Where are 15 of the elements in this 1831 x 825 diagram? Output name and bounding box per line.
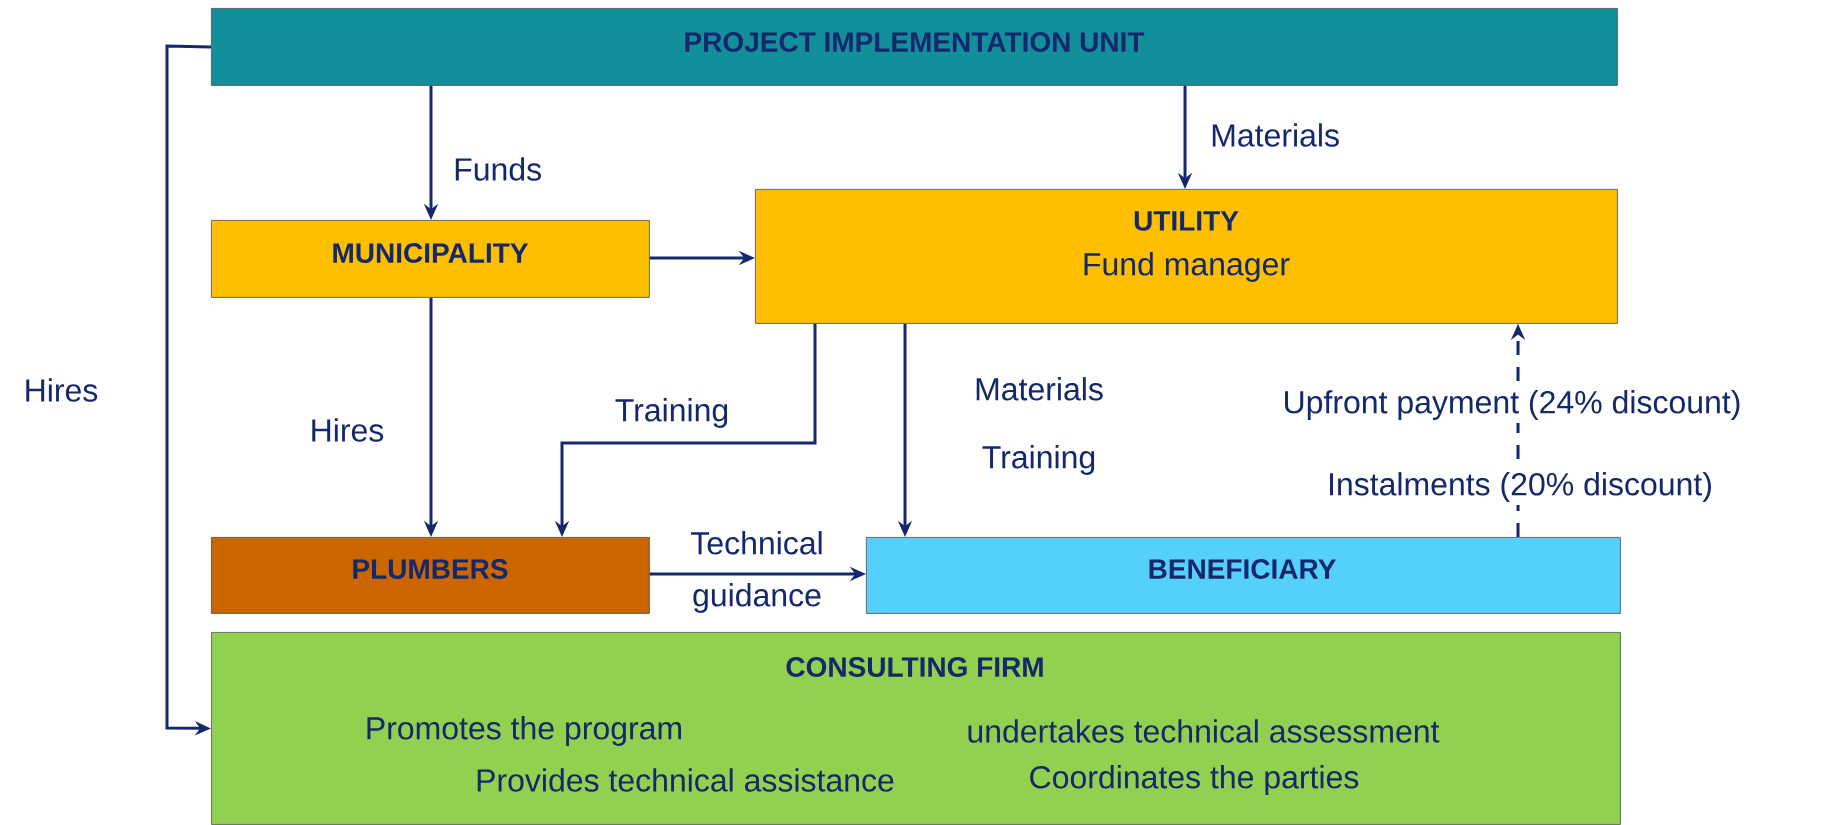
edge-label: Training: [615, 398, 728, 428]
edge-label: Funds: [455, 157, 541, 181]
edge-label: Upfront payment (24% discount): [1279, 387, 1745, 423]
edge-label: Materials Training: [976, 377, 1103, 475]
process-box: UTILITY Fund manager: [755, 189, 1618, 324]
edge-label: Materials: [1212, 123, 1339, 147]
payment-label: Instalments (20% discount): [1324, 469, 1716, 505]
process-box: MUNICIPALITY: [211, 220, 650, 298]
process-box: BENEFICIARY: [866, 537, 1621, 614]
firm-box: CONSULTING FIRM Promotes the program undertakes technical assessment Provides technical assistance Coordinates the parties: [211, 632, 1621, 825]
edge-label: Hires: [26, 378, 98, 402]
edge-label: Technical guidance: [691, 531, 822, 613]
process-box: PLUMBERS: [211, 537, 650, 614]
unit-box: PROJECT IMPLEMENTATION UNIT: [211, 8, 1618, 86]
edge-label: Hires: [312, 418, 384, 442]
